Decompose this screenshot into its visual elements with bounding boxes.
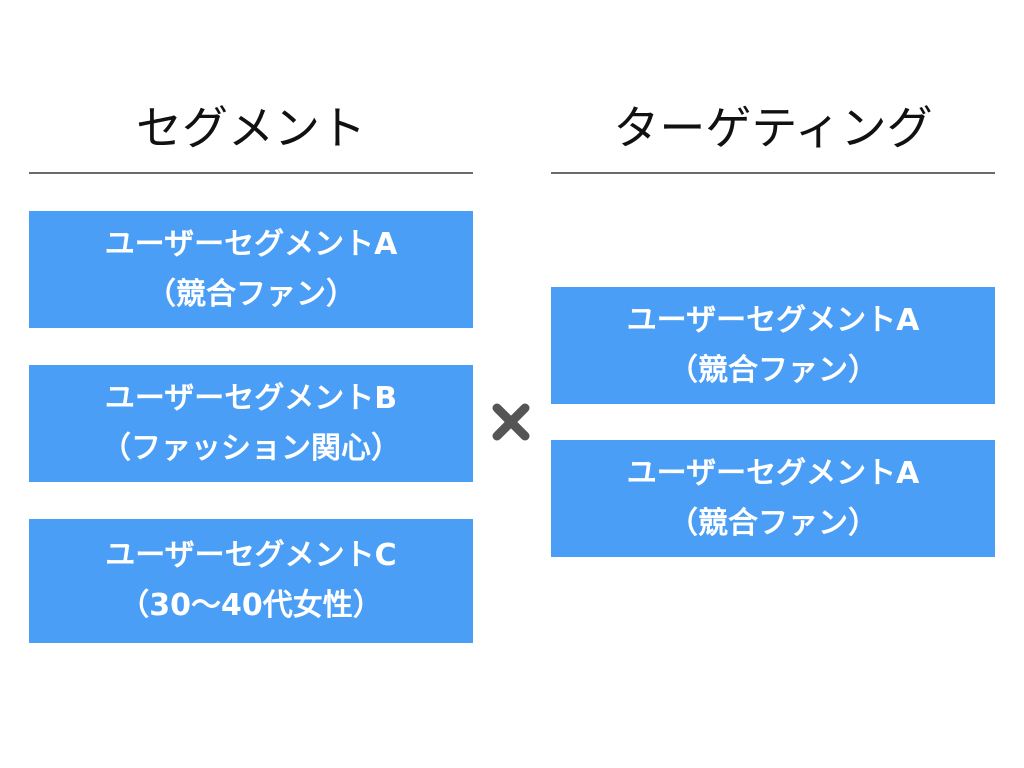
targeting-box-2: ユーザーセグメントA （競合ファン） bbox=[551, 440, 995, 557]
segment-box-a-subtitle: （競合ファン） bbox=[146, 276, 356, 312]
segment-box-c: ユーザーセグメントC （30〜40代女性） bbox=[29, 519, 473, 643]
targeting-heading-rule bbox=[551, 172, 995, 174]
segment-box-b-title: ユーザーセグメントB bbox=[104, 380, 398, 416]
targeting-box-1-title: ユーザーセグメントA bbox=[626, 302, 920, 338]
targeting-box-1-subtitle: （競合ファン） bbox=[668, 352, 878, 388]
segment-box-c-title: ユーザーセグメントC bbox=[105, 538, 397, 573]
segment-heading-rule bbox=[29, 172, 473, 174]
targeting-box-1: ユーザーセグメントA （競合ファン） bbox=[551, 287, 995, 404]
segment-box-c-subtitle: （30〜40代女性） bbox=[119, 588, 383, 623]
multiply-icon bbox=[492, 403, 530, 441]
targeting-box-2-title: ユーザーセグメントA bbox=[626, 455, 920, 491]
segment-box-b: ユーザーセグメントB （ファッション関心） bbox=[29, 365, 473, 482]
targeting-box-2-subtitle: （競合ファン） bbox=[668, 505, 878, 541]
segment-box-a-title: ユーザーセグメントA bbox=[104, 226, 398, 262]
segment-heading: セグメント bbox=[136, 101, 366, 155]
segment-box-b-subtitle: （ファッション関心） bbox=[101, 430, 401, 466]
targeting-heading: ターゲティング bbox=[613, 101, 933, 155]
segment-box-a: ユーザーセグメントA （競合ファン） bbox=[29, 211, 473, 328]
